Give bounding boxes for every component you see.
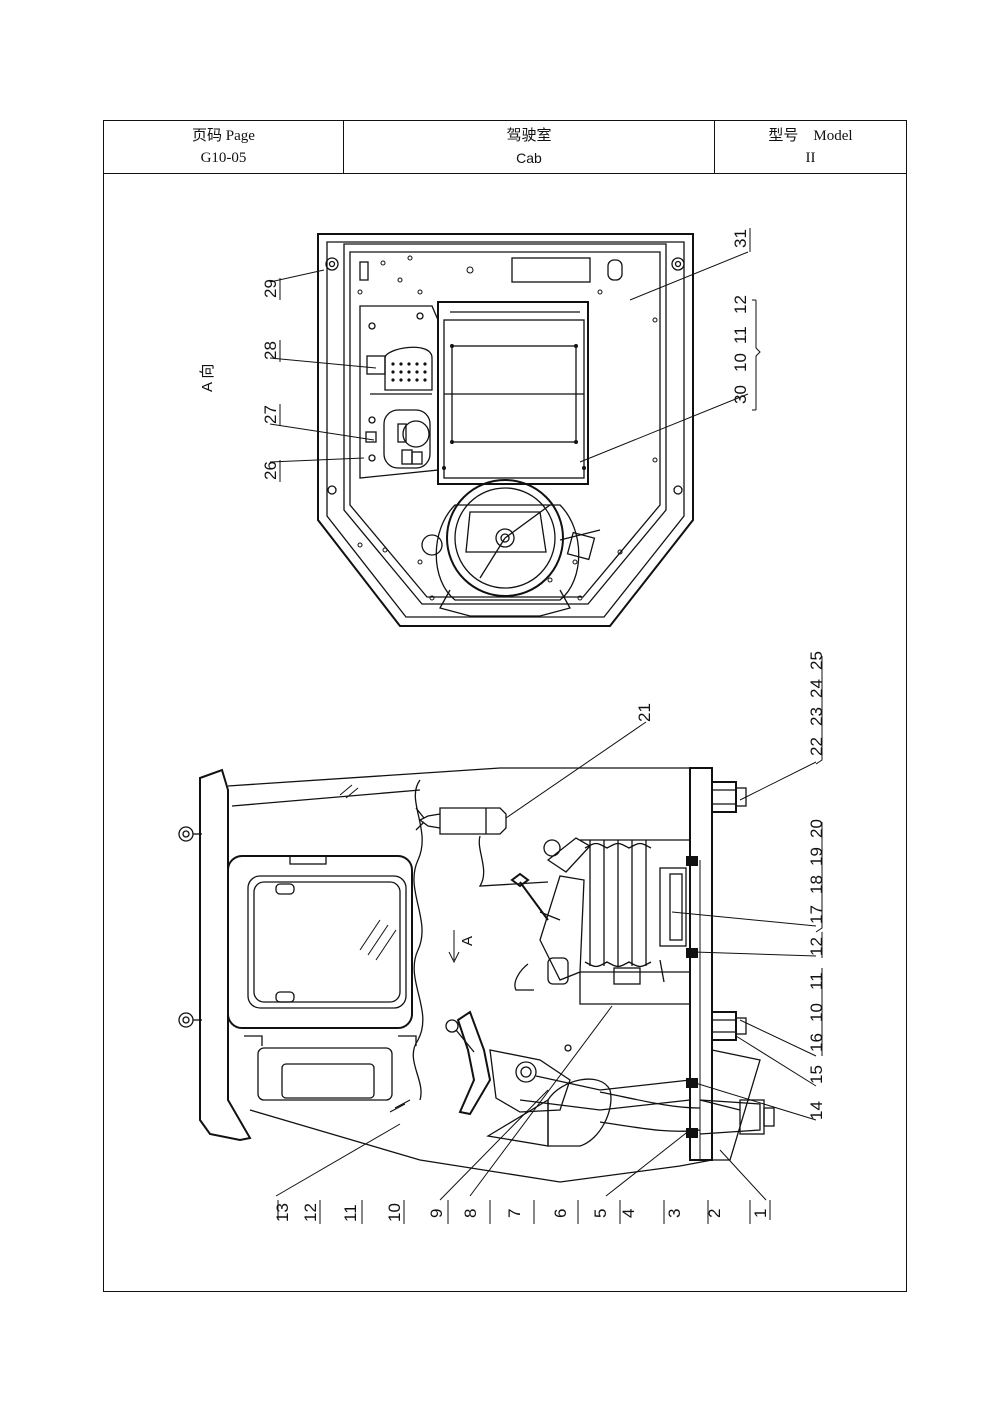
- side-callout-labels: 21 22 23 24 25 20 19 18 17 12 11 10 16 1…: [273, 651, 826, 1222]
- callout-11-top: 11: [731, 326, 750, 344]
- callout-10-bottom: 10: [385, 1203, 404, 1222]
- callout-1: 1: [751, 1209, 770, 1218]
- callout-27: 27: [261, 405, 280, 424]
- callout-14: 14: [807, 1101, 826, 1120]
- callout-23: 23: [807, 707, 826, 726]
- arrow-a-label: A: [459, 936, 476, 946]
- side-view: [178, 767, 775, 1183]
- title-cell: 驾驶室 Cab: [344, 121, 715, 173]
- title-chinese: 驾驶室: [506, 128, 552, 144]
- callout-21: 21: [635, 703, 654, 722]
- callout-4: 4: [619, 1209, 638, 1218]
- callout-31: 31: [731, 229, 750, 248]
- page-frame: 页码 Page G10-05 驾驶室 Cab 型号 Model II: [103, 120, 907, 1292]
- callout-30: 30: [731, 385, 750, 404]
- callout-13: 13: [273, 1203, 292, 1222]
- callout-6: 6: [551, 1209, 570, 1218]
- model-label: 型号 Model: [768, 128, 853, 144]
- callout-10-side: 10: [807, 1003, 826, 1022]
- callout-28: 28: [261, 341, 280, 360]
- view-label: A 向: [199, 364, 216, 392]
- top-view: [317, 233, 694, 627]
- top-callout-labels: 26 27 28 29 30 10 11 12 31 A 向: [199, 229, 750, 480]
- callout-24: 24: [807, 679, 826, 698]
- callout-29: 29: [261, 279, 280, 298]
- callout-2: 2: [705, 1209, 724, 1218]
- callout-17: 17: [807, 905, 826, 924]
- callout-7: 7: [505, 1209, 524, 1218]
- callout-25: 25: [807, 651, 826, 670]
- callout-12-top: 12: [731, 295, 750, 314]
- callout-18: 18: [807, 875, 826, 894]
- page-label: 页码 Page: [192, 128, 255, 144]
- top-view-callouts: [269, 251, 761, 463]
- title-english: Cab: [516, 150, 542, 166]
- model-value: II: [805, 150, 816, 166]
- header-table: 页码 Page G10-05 驾驶室 Cab 型号 Model II: [104, 121, 906, 174]
- callout-11-side: 11: [807, 972, 826, 990]
- callout-9: 9: [427, 1209, 446, 1218]
- callout-3: 3: [665, 1209, 684, 1218]
- page-number: G10-05: [200, 150, 247, 166]
- callout-16: 16: [807, 1033, 826, 1052]
- page-cell: 页码 Page G10-05: [104, 121, 344, 173]
- callout-12-side: 12: [807, 937, 826, 956]
- model-cell: 型号 Model II: [715, 121, 906, 173]
- callout-20: 20: [807, 819, 826, 838]
- callout-10-top: 10: [731, 353, 750, 372]
- callout-26: 26: [261, 461, 280, 480]
- callout-8: 8: [461, 1209, 480, 1218]
- side-view-callouts: [275, 656, 823, 1224]
- callout-15: 15: [807, 1065, 826, 1084]
- callout-5: 5: [591, 1209, 610, 1218]
- callout-11-bottom: 11: [341, 1204, 360, 1222]
- callout-22: 22: [807, 737, 826, 756]
- callout-19: 19: [807, 847, 826, 866]
- callout-12-bottom: 12: [301, 1203, 320, 1222]
